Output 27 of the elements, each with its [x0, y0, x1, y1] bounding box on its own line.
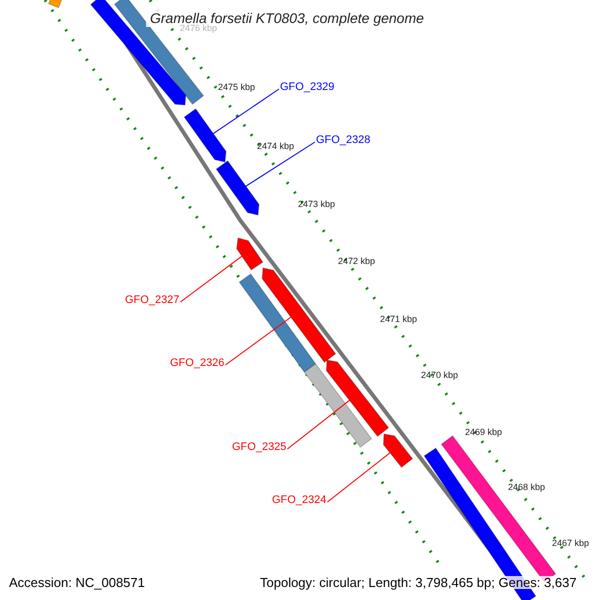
gene-feature	[383, 433, 414, 468]
scale-label: 2470 kbp	[421, 371, 458, 380]
gene-label: GFO_2326	[170, 358, 224, 369]
gene-label: GFO_2324	[272, 495, 326, 506]
scale-label: 2468 kbp	[508, 483, 546, 492]
info-text: Topology: circular; Length: 3,798,465 bp; Genes: 3,637	[260, 576, 577, 589]
scale-label: 2469 kbp	[465, 428, 502, 437]
leader-line	[224, 316, 292, 366]
gene-feature	[216, 160, 260, 216]
gene-feature	[236, 237, 264, 271]
leader-line	[326, 452, 390, 502]
leader-line	[286, 400, 350, 450]
scale-label: 2471 kbp	[380, 315, 418, 324]
gene-label: GFO_2328	[316, 135, 370, 146]
gene-label: GFO_2327	[125, 295, 180, 306]
gene-feature	[262, 267, 336, 363]
gene-feature	[326, 359, 390, 437]
gene-label: GFO_2329	[280, 82, 334, 93]
leader-line	[180, 256, 242, 302]
leader-line	[212, 88, 280, 134]
info-text: Accession: NC_008571	[9, 576, 145, 589]
scale-label: 2467 kbp	[552, 539, 590, 548]
scale-label: 2476 kbp	[180, 24, 218, 33]
gene-label: GFO_2325	[232, 442, 286, 453]
gene-feature	[184, 108, 227, 163]
leader-line	[245, 142, 316, 187]
scale-label: 2473 kbp	[298, 200, 336, 209]
